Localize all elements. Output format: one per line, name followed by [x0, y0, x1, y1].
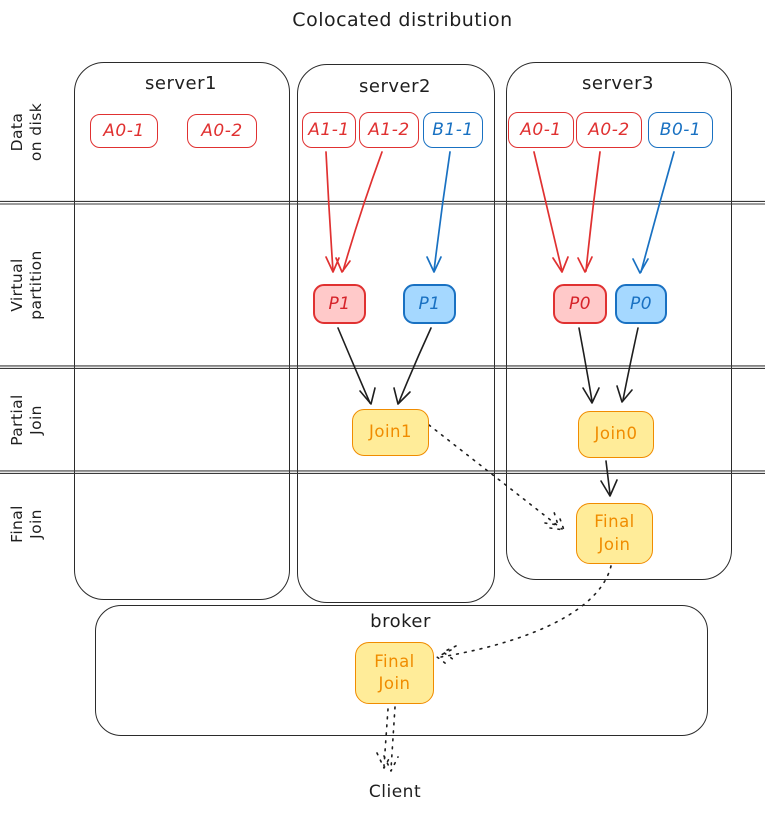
shard-server1-a0-1: A0-1 — [90, 114, 158, 148]
server2-box — [297, 64, 495, 603]
final-join-broker: Final Join — [355, 642, 434, 704]
partition-server3-p0-red: P0 — [553, 284, 607, 324]
partition-server2-p1-blue: P1 — [403, 284, 456, 324]
server3-label: server3 — [582, 73, 654, 94]
shard-server3-b0-1: B0-1 — [648, 112, 713, 148]
server3-box — [506, 62, 732, 580]
server1-label: server1 — [145, 73, 217, 94]
row-label-virtual-partition: Virtual partition — [7, 250, 45, 320]
client-label: Client — [368, 782, 422, 802]
row-label-data-on-disk: Data on disk — [7, 102, 45, 162]
server2-label: server2 — [359, 76, 431, 97]
broker-box — [95, 605, 708, 736]
shard-server3-a0-2: A0-2 — [576, 112, 642, 148]
shard-server3-a0-1: A0-1 — [508, 112, 574, 148]
broker-label: broker — [370, 611, 431, 632]
partial-join-join0: Join0 — [578, 411, 654, 458]
server1-box — [74, 62, 290, 600]
row-label-final-join: Final Join — [7, 505, 45, 543]
shard-server2-a1-1: A1-1 — [302, 112, 356, 148]
shard-server2-b1-1: B1-1 — [423, 112, 483, 148]
final-join-server3: Final Join — [576, 503, 653, 564]
shard-server2-a1-2: A1-2 — [359, 112, 419, 148]
partition-server2-p1-red: P1 — [313, 284, 366, 324]
partial-join-join1: Join1 — [352, 409, 429, 456]
partition-server3-p0-blue: P0 — [615, 284, 667, 324]
diagram-title: Colocated distribution — [292, 9, 513, 31]
shard-server1-a0-2: A0-2 — [187, 114, 257, 148]
